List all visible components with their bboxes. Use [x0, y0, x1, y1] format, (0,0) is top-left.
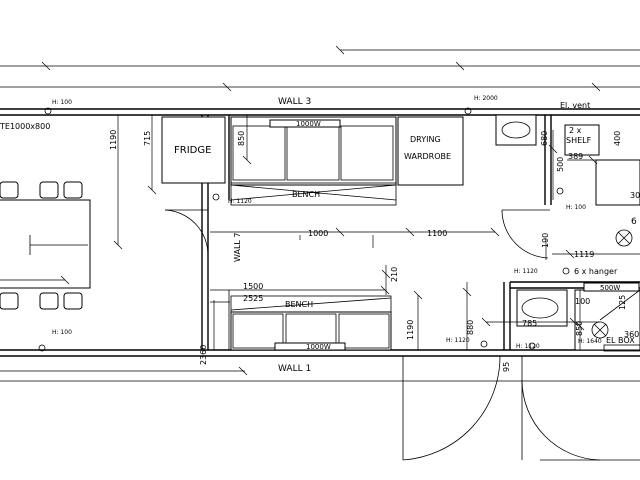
height-h1120-c: H: 1120 [446, 337, 470, 344]
dim-715: 715 [143, 131, 152, 146]
heater-right [583, 282, 640, 292]
dim-785: 785 [522, 319, 537, 328]
height-h100-bottom: H: 100 [52, 329, 72, 336]
height-h2000: H: 2000 [474, 95, 498, 102]
el-vent-label: El. vent [560, 101, 590, 110]
drying-wardrobe [397, 116, 464, 186]
dim-210: 210 [390, 267, 399, 282]
doors [164, 209, 640, 461]
heater-right-label: 500W [600, 284, 620, 292]
dim-1119: 1119 [574, 250, 594, 259]
el-box-label: EL BOX [606, 336, 635, 345]
dim-389: 389 [568, 152, 583, 161]
dim-1500: 1500 [243, 282, 263, 291]
el-box [603, 344, 640, 352]
wall-3-label: WALL 3 [278, 97, 311, 107]
dim-680: 680 [540, 131, 549, 146]
dim-125: 125 [618, 295, 627, 310]
height-h1120-b: H: 1120 [514, 268, 538, 275]
partial-six-label: 6 [631, 217, 637, 227]
dim-500: 500 [556, 157, 565, 172]
dining-table [0, 199, 91, 289]
shelf-unit [564, 124, 640, 206]
dim-850-bottom: 850 [575, 321, 584, 336]
drying-label-line2: WARDROBE [404, 152, 451, 161]
washbasin-top [495, 114, 537, 146]
bench-bottom [230, 295, 392, 351]
height-h1120-d: H: 1120 [516, 343, 540, 350]
dim-2360: 2360 [199, 345, 208, 365]
dim-360: 360 [624, 330, 639, 339]
dim-190: 190 [541, 233, 550, 248]
wall-1-label: WALL 1 [278, 364, 311, 374]
dim-2525: 2525 [243, 294, 263, 303]
shower-tray [574, 289, 640, 351]
dim-1000: 1000 [308, 229, 328, 238]
height-h100-right: H: 100 [566, 204, 586, 211]
dim-1190-mid: 1190 [406, 320, 415, 340]
dim-880: 880 [466, 320, 475, 335]
drying-label-line1: DRYING [410, 135, 441, 144]
shelf-label-line1: 2 x [569, 126, 582, 135]
dim-850-top: 850 [237, 131, 246, 146]
top-dimension-lines [0, 45, 640, 92]
height-h100-top: H: 100 [52, 99, 72, 106]
interior-dimension-lines [113, 115, 640, 350]
height-h1640: H: 1640 [578, 338, 602, 345]
height-h1120-a: H: 1120 [228, 198, 252, 205]
bench-bottom-label: BENCH [285, 300, 313, 309]
window-label: TE1000x800 [0, 122, 50, 131]
dining-chairs [0, 181, 83, 310]
heater-bottom-label: 1000W [306, 343, 331, 351]
dim-400: 400 [613, 131, 622, 146]
washbasin-bottom [516, 289, 568, 327]
bench-top [230, 116, 397, 206]
outlet-markers [38, 107, 570, 352]
hanger-label: 6 x hanger [574, 267, 618, 276]
heater-top-label: 1000W [296, 120, 321, 128]
light-fixture-1 [615, 229, 633, 247]
dim-100: 100 [575, 297, 590, 306]
fridge-label: FRIDGE [174, 145, 211, 156]
dim-1190-left: 1190 [109, 130, 118, 150]
bench-top-label: BENCH [292, 190, 320, 199]
fridge [161, 116, 226, 184]
shelf-label-line2: SHELF [566, 136, 592, 145]
dim-30: 30 [630, 191, 640, 200]
wall-7-label: WALL 7 [233, 233, 242, 263]
dim-95: 95 [502, 362, 511, 372]
dim-1100: 1100 [427, 229, 447, 238]
